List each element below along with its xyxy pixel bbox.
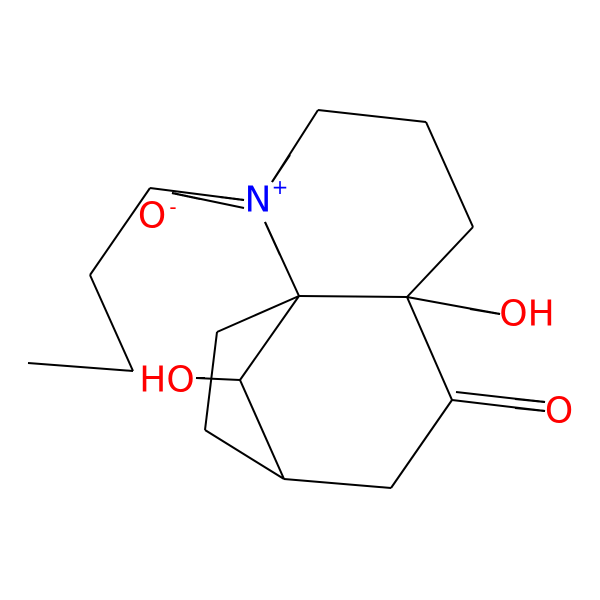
bond [406,296,453,401]
bond [89,274,134,372]
bond [171,192,201,200]
bond [317,109,427,123]
bond [239,295,300,381]
bond [514,407,546,412]
oxide-oxygen-label: O [138,196,166,237]
nitrogen-atom-label: N [245,180,272,221]
hydroxyl-left-label: HO [139,360,194,401]
bond [264,221,281,256]
bond [298,295,408,298]
bond [27,362,134,372]
bond-layer [27,109,546,489]
hydroxyl-right-label: OH [499,294,554,335]
bond [89,187,151,276]
oxide-negative-charge: - [169,195,176,219]
ketone-oxygen-label: O [545,391,573,432]
bond [514,398,546,403]
nitrogen-positive-charge: + [272,175,289,199]
bond [204,429,285,480]
bond [239,379,285,480]
bond [406,226,474,298]
bond [425,121,474,228]
bond [271,154,291,183]
bond [219,196,245,201]
bond [216,295,300,333]
bond [204,331,218,431]
bond [469,308,501,315]
bond [390,399,453,489]
bond [283,478,392,489]
atom-label-layer: N + O - OH HO O [138,175,573,432]
